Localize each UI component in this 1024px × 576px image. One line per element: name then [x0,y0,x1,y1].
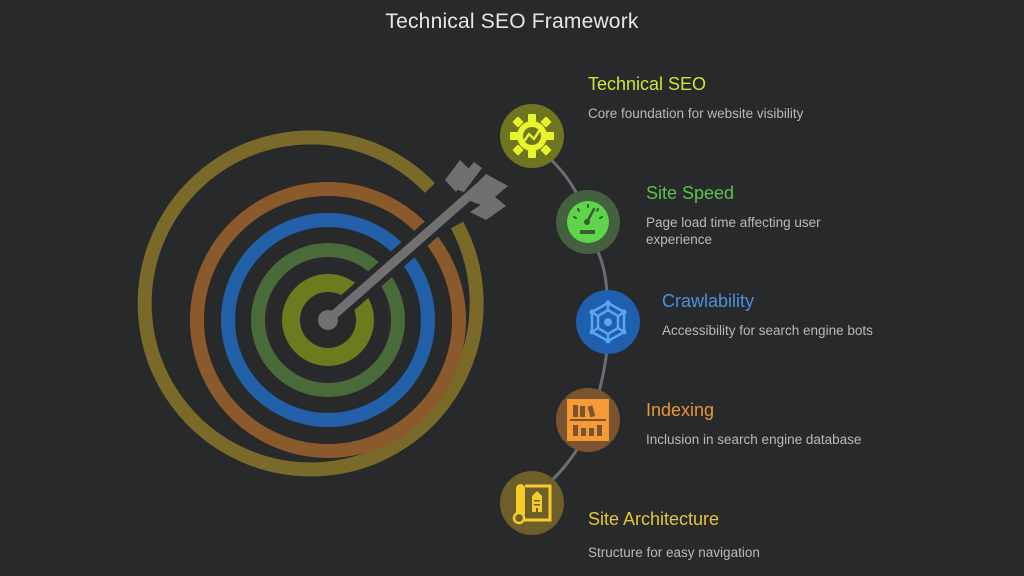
target-icon [137,130,488,477]
step-site-architecture-node [500,471,564,535]
blue-ring [221,213,435,427]
step-title: Site Architecture [588,509,720,529]
orange-ring [190,182,466,458]
step-title: Technical SEO [588,74,707,94]
step-title: Indexing [646,400,715,420]
step-description: Structure for easy navigation [588,545,760,560]
step-indexing-node [556,388,620,452]
gear-chart-icon [510,114,554,158]
step-site-speed-node [556,190,620,254]
step-description: Accessibility for search engine bots [662,323,873,338]
speedometer-icon [567,201,609,243]
step-description: Core foundation for website visibility [588,106,804,121]
step-site-architecture: Site Architecture Structure for easy nav… [588,509,848,561]
spider-web-icon [589,300,627,344]
inner-olive-ring [282,274,374,366]
step-crawlability-node [576,290,640,354]
step-title: Site Speed [646,183,735,203]
green-ring [251,243,405,397]
step-title: Crawlability [662,291,755,311]
step-description: Inclusion in search engine database [646,432,862,447]
outer-ring [137,130,484,477]
step-description: Page load time affecting user experience [646,215,821,247]
blueprint-icon [512,484,552,525]
step-technical-seo-node [500,104,564,168]
step-indexing: Indexing Inclusion in search engine data… [646,400,876,448]
step-site-speed: Site Speed Page load time affecting user… [646,183,876,248]
arrow-icon [318,160,508,330]
step-technical-seo: Technical SEO Core foundation for websit… [588,74,818,122]
page-title: Technical SEO Framework [385,10,639,33]
bookshelf-icon [567,399,609,441]
step-crawlability: Crawlability Accessibility for search en… [662,291,892,339]
